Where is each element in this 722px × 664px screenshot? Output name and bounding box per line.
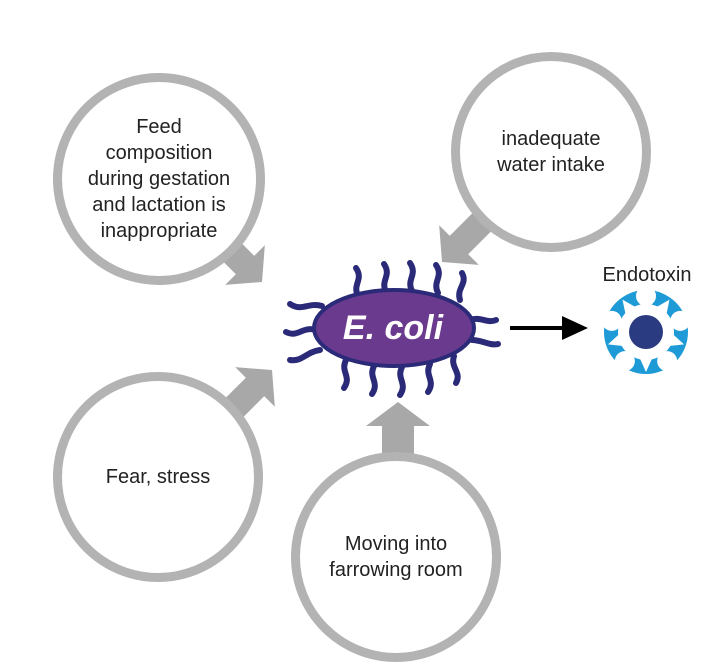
cause-label-moving: Moving into farrowing room	[329, 533, 463, 581]
cause-circle-fear: Fear, stress	[53, 372, 263, 582]
cause-circle-water: inadequate water intake	[451, 52, 651, 252]
arrow-ecoli-to-endotoxin	[510, 316, 588, 340]
cause-label-feed: Feed composition during gestation and la…	[87, 116, 231, 242]
cause-circle-feed: Feed composition during gestation and la…	[53, 73, 265, 285]
cause-label-water: inadequate water intake	[497, 128, 605, 176]
cause-label-fear: Fear, stress	[105, 466, 211, 488]
ecoli-label: E. coli	[342, 308, 444, 347]
cause-circle-moving: Moving into farrowing room	[291, 452, 501, 662]
ecoli-bacterium	[283, 260, 501, 398]
endotoxin-label: Endotoxin	[602, 264, 692, 286]
endotoxin-icon	[601, 286, 691, 374]
